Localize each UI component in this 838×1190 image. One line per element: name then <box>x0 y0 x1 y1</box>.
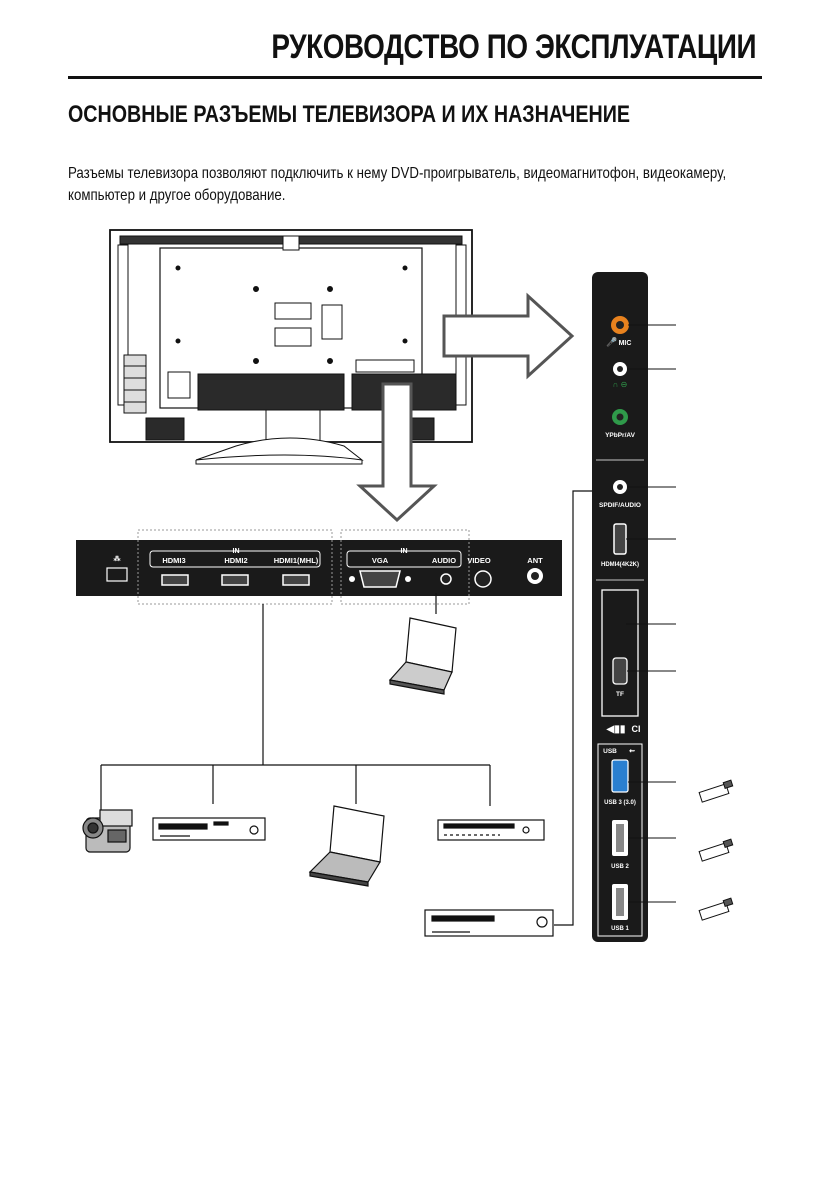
header-rule <box>68 76 762 79</box>
section-title: ОСНОВНЫЕ РАЗЪЕМЫ ТЕЛЕВИЗОРА И ИХ НАЗНАЧЕ… <box>68 101 630 128</box>
usb2-label: USB 2 <box>611 864 629 870</box>
ci-arrow-icon: ◀▮▮ <box>606 724 626 735</box>
headphone-icon: ∩ ⊖ <box>613 380 628 389</box>
ant-label: ANT <box>527 556 543 565</box>
side-connector-panel: 🎤 MIC ∩ ⊖ YPbPr/AV SPDIF/AUDIO HDMI4(4K2… <box>592 272 648 942</box>
tv-back-illustration <box>109 229 473 465</box>
hdmi3-port[interactable] <box>161 574 189 586</box>
vga-port[interactable] <box>359 570 401 588</box>
mic-icon: 🎤 <box>606 336 617 347</box>
tf-card-slot[interactable] <box>612 657 628 685</box>
spdif-label: SPDIF/AUDIO <box>599 502 641 509</box>
hdmi1-port[interactable] <box>282 574 310 586</box>
usb1-label: USB 1 <box>611 926 629 932</box>
laptop-icon <box>308 805 385 887</box>
video-out-jack[interactable] <box>474 570 492 588</box>
intro-paragraph: Разъемы телевизора позволяют подключить … <box>68 165 727 204</box>
dvd-player-icon <box>152 817 266 841</box>
manual-header-title: РУКОВОДСТВО ПО ЭКСПЛУАТАЦИИ <box>271 28 756 66</box>
arrow-right-icon <box>442 292 575 380</box>
ypbpr-av-label: YPbPr/AV <box>605 432 636 439</box>
hdmi4-label: HDMI4(4K2K) <box>601 562 639 568</box>
camcorder-icon <box>82 809 133 853</box>
audio-in-jack[interactable] <box>440 573 452 585</box>
usb-symbol-icon: ⇜ <box>629 748 635 755</box>
hdmi2-label: HDMI2 <box>224 556 247 565</box>
dvd-recorder-icon <box>424 909 554 937</box>
usb3-label: USB 3 (3.0) <box>604 800 636 806</box>
hdmi2-port[interactable] <box>221 574 249 586</box>
connection-wires <box>100 490 606 926</box>
svg-text:⁂: ⁂ <box>114 554 121 563</box>
vga-label: VGA <box>372 556 389 565</box>
mic-label: MIC <box>619 340 632 347</box>
callout-lines <box>626 324 676 903</box>
tf-label: TF <box>616 691 624 698</box>
vga-in-label: IN <box>401 548 408 555</box>
usb-header-label: USB <box>603 748 617 755</box>
laptop-vga-icon <box>388 617 457 695</box>
media-player-icon <box>437 819 545 841</box>
usb-stick-icon <box>698 779 734 803</box>
video-label: VIDEO <box>467 556 491 565</box>
hdmi4-port[interactable] <box>613 523 627 555</box>
arrow-down-icon <box>356 382 438 523</box>
hdmi1-label: HDMI1(MHL) <box>274 556 319 565</box>
hdmi-in-label: IN <box>233 548 240 555</box>
ci-slot[interactable] <box>601 589 639 717</box>
usb3-port[interactable] <box>611 759 629 793</box>
audio-label: AUDIO <box>432 556 456 565</box>
usb-stick-icon <box>698 838 734 862</box>
usb-stick-icon <box>698 897 734 921</box>
bottom-connector-panel: ⁂ IN HDMI3 HDMI2 HDMI1(MHL) IN VGA AUDIO… <box>76 529 562 605</box>
hdmi3-label: HDMI3 <box>162 556 185 565</box>
ci-label: CI <box>632 724 641 734</box>
